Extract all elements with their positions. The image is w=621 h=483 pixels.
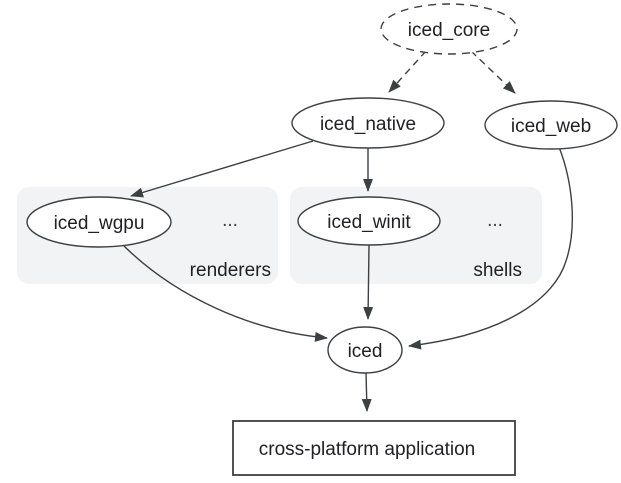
edge-iced_wgpu-to-iced [123,245,328,342]
edge-iced_winit-to-iced [363,244,374,320]
iced_winit-ellipse [297,196,441,246]
shells-ellipsis-label: ... [487,210,503,231]
node-iced_wgpu: iced_wgpu [26,196,172,248]
iced_wgpu-label: iced_wgpu [54,213,145,234]
iced_web-ellipse [484,100,618,150]
iced_web-label: iced_web [511,116,591,137]
edge-iced_web-to-iced [408,146,573,350]
app-label: cross-platform application [259,439,475,460]
renderers-ellipsis-label: ... [222,210,238,231]
iced-label: iced [348,341,383,362]
iced_core-ellipse [380,3,518,55]
iced_native-ellipse [291,97,445,149]
app-rect [232,420,516,476]
edge-iced_core-to-iced_native [388,50,427,93]
iced_winit-label: iced_winit [327,212,411,233]
node-iced_core: iced_core [380,3,518,55]
node-iced_native: iced_native [291,97,445,149]
edge-iced-to-app [361,371,372,412]
iced_wgpu-ellipse [26,196,172,248]
node-iced_web: iced_web [484,100,618,150]
node-iced: iced [327,326,403,374]
node-iced_winit: iced_winit [297,196,441,246]
iced_native-label: iced_native [320,114,416,135]
node-cross-platform-application: cross-platform application [232,420,516,476]
renderers-group-label: renderers [190,260,271,281]
iced-ellipse [327,326,403,374]
edge-iced_native-to-iced_wgpu [130,140,314,198]
edge-iced_core-to-iced_web [470,50,516,94]
iced_core-label: iced_core [408,20,490,41]
shells-group-label: shells [473,260,522,281]
